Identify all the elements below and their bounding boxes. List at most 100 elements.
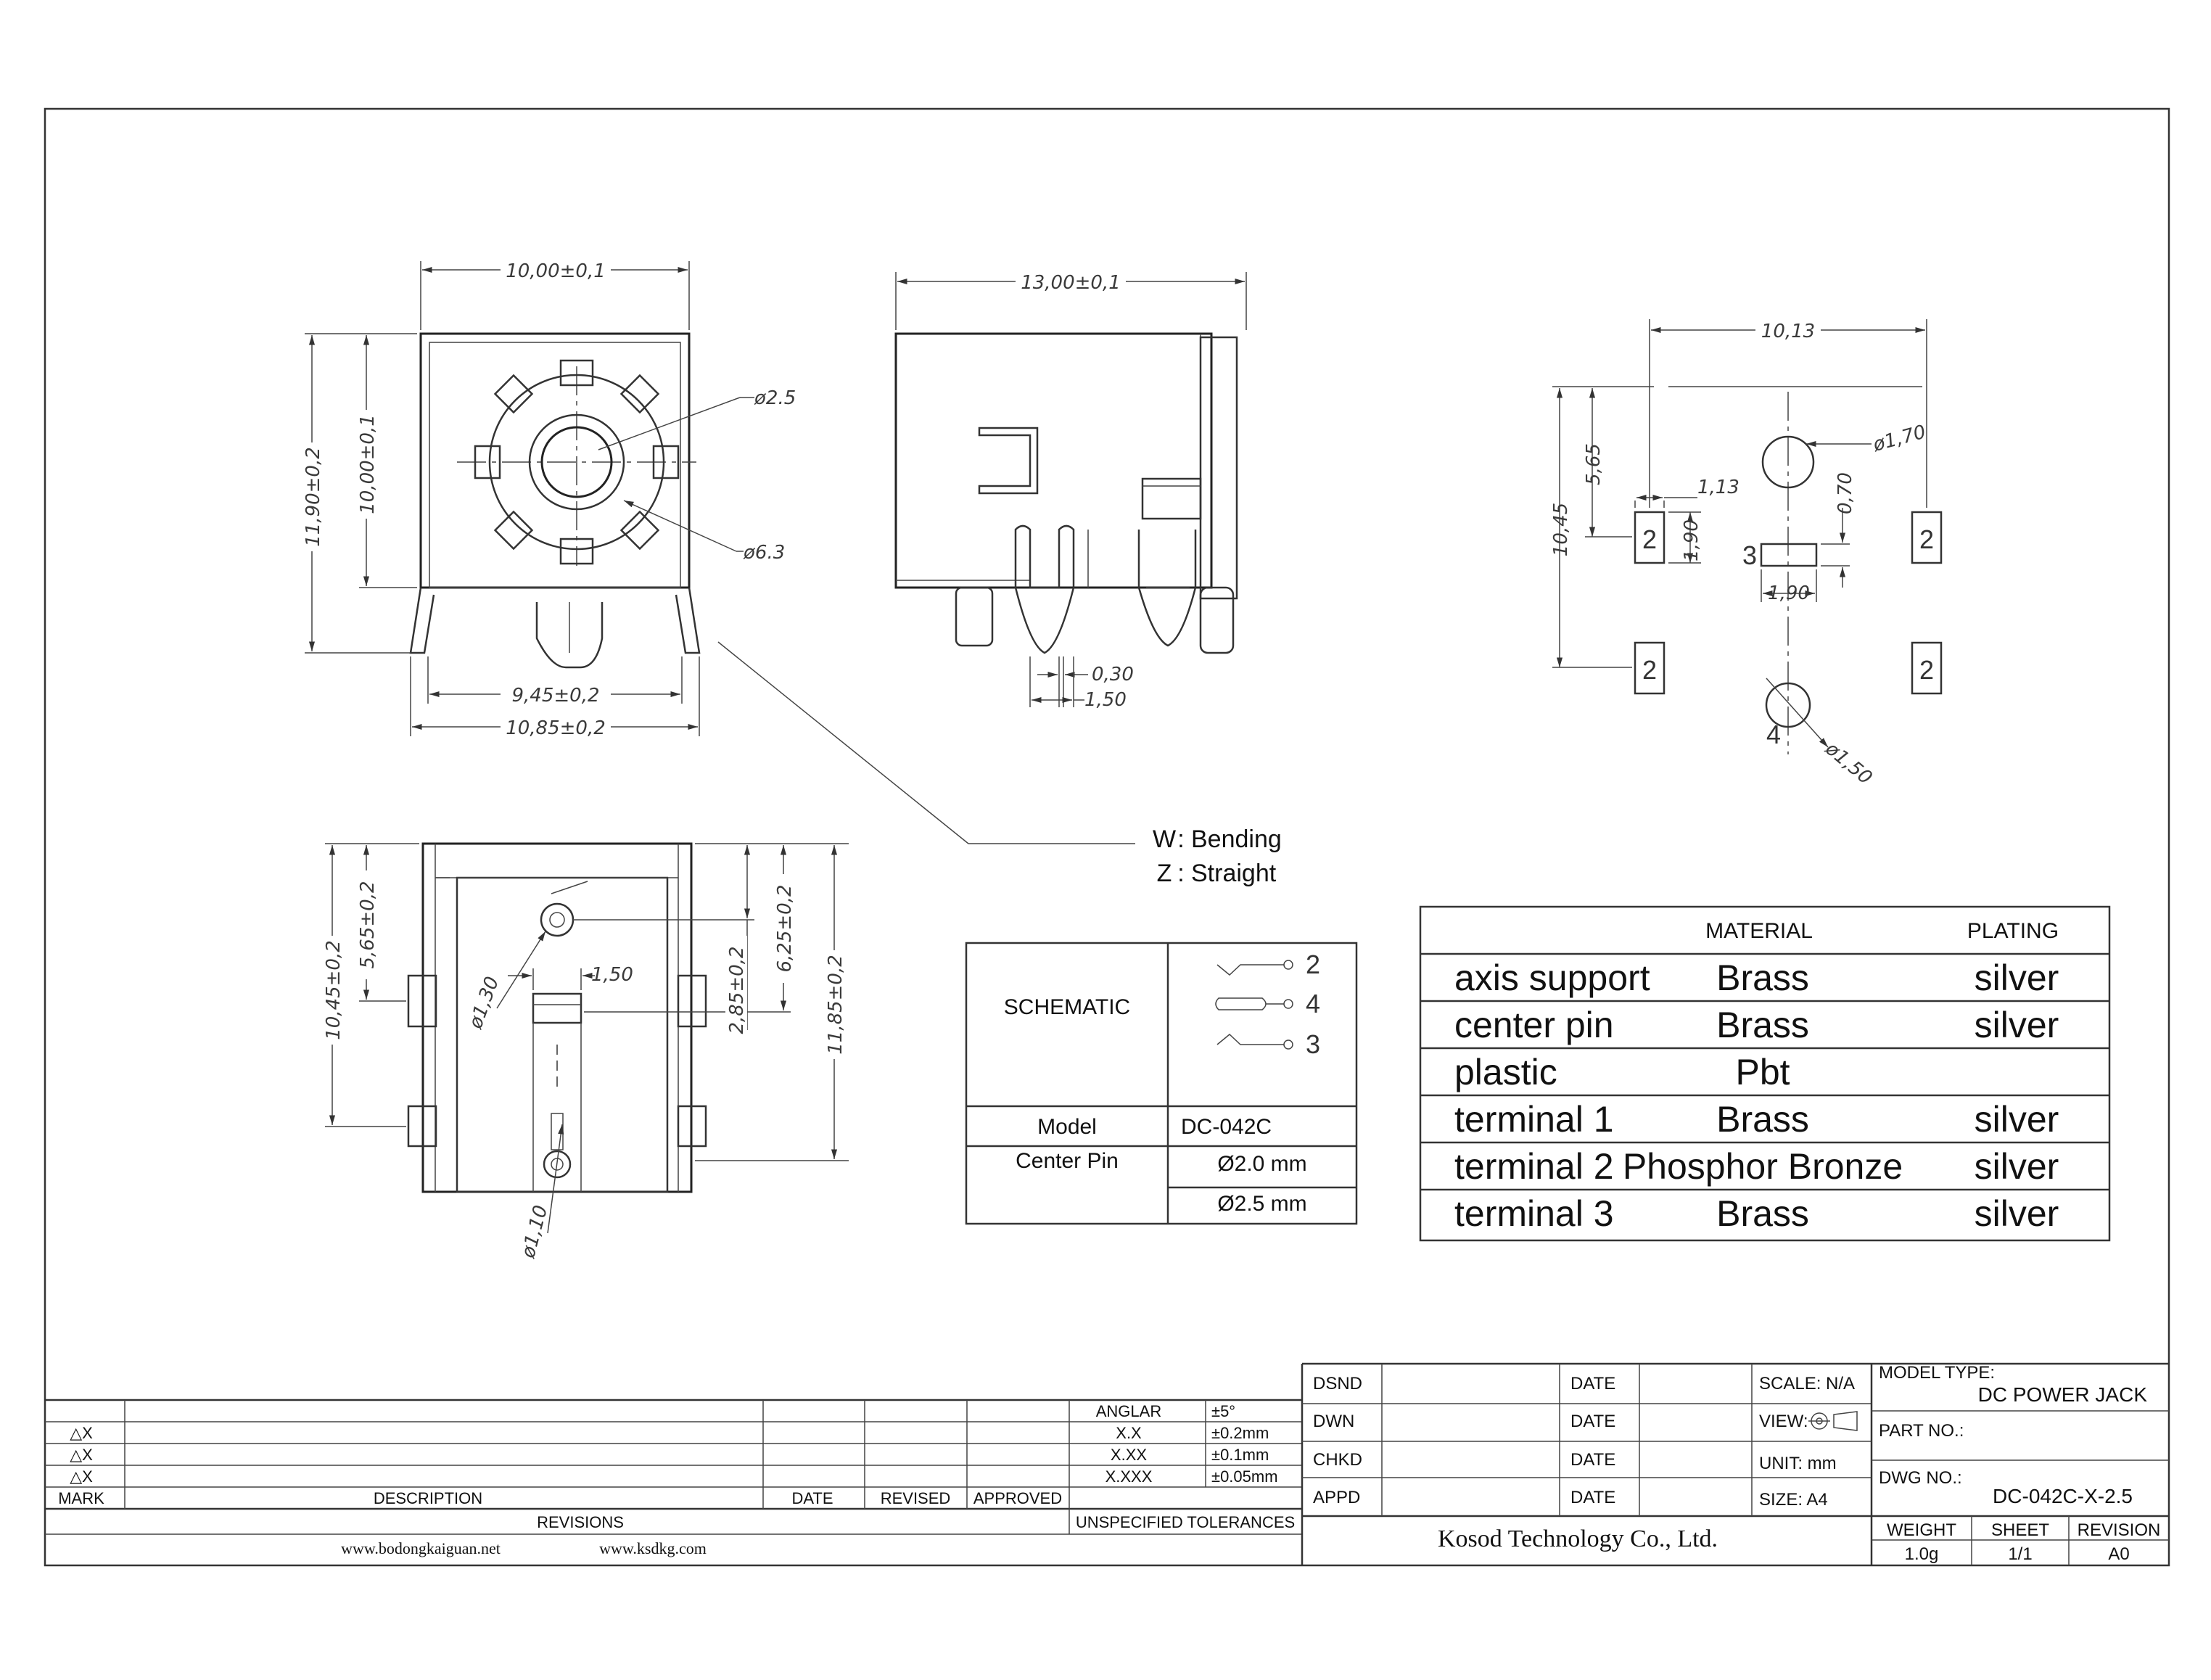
footprint-dim-height: 10,45 [1550,503,1572,556]
side-dim-length: 13,00±0,1 [1021,272,1121,294]
material-row-material: Phosphor Bronze [1623,1146,1903,1187]
material-row-part: center pin [1454,1005,1614,1045]
material-row-part: terminal 2 [1454,1146,1614,1187]
role-appd: APPD [1313,1488,1360,1507]
revision-row-3: △X [70,1467,93,1486]
col-revised: REVISED [881,1489,951,1507]
material-row-plating: silver [1975,1146,2059,1187]
model-type-value: DC POWER JACK [1978,1383,2148,1406]
col-approved: APPROVED [973,1489,1062,1507]
footprint-dim-hole-pitch: 1,13 [1697,477,1739,498]
schematic-table: SCHEMATIC 2 4 3 Model DC-042C Center Pin… [965,942,1358,1225]
footprint-dim-big-hole: ø1,70 [1870,421,1928,456]
center-pin-option-1: Ø2.0 mm [1217,1152,1306,1176]
tol-label-1: ANGLAR [1096,1402,1161,1420]
footprint-dim-slot-h: 1,90 [1681,519,1702,561]
bottom-dim-right-a: 2,85±0,2 [726,946,748,1034]
svg-text::: : [1177,825,1184,853]
footprint-pad-2-c: 2 [1642,655,1657,685]
scale-label: SCALE: N/A [1759,1374,1855,1393]
bottom-dim-hole-b: ø1,10 [517,1203,552,1261]
part-no-label: PART NO.: [1879,1421,1964,1441]
revisions-block: △X △X △X MARK DESCRIPTION DATE REVISED A… [45,1364,1304,1565]
side-dim-pin-width: 1,50 [1084,689,1127,711]
side-view: 13,00±0,1 0,30 1,50 [894,271,1247,711]
model-value: DC-042C [1181,1115,1272,1139]
footprint-dim-slot-gap: 0,70 [1835,472,1856,514]
bottom-dim-left-inner: 5,65±0,2 [357,881,379,968]
revision-row-1: △X [70,1424,93,1442]
bottom-dim-slot-width: 1,50 [591,964,633,986]
footprint-pad-2-a: 2 [1642,524,1657,554]
footprint-dim-small-hole: ø1,50 [1821,738,1877,789]
front-dim-height-outer: 11,90±0,2 [302,447,324,547]
variant-w-code: W [1153,825,1176,853]
date-label-1: DATE [1570,1374,1615,1393]
footprint-pad-2-b: 2 [1919,524,1934,554]
schematic-pin-3: 3 [1306,1029,1320,1059]
front-dim-bore: ø2.5 [754,387,796,409]
dwg-no-label: DWG NO.: [1879,1468,1962,1488]
material-row-material: Brass [1716,1005,1809,1045]
material-row-material: Pbt [1735,1052,1790,1092]
plating-header: PLATING [1967,919,2059,943]
variant-w-label: Bending [1191,825,1282,853]
bottom-dim-right-outer: 11,85±0,2 [825,955,847,1055]
weight-label: WEIGHT [1887,1520,1956,1540]
model-type-label: MODEL TYPE: [1879,1363,1995,1383]
front-dim-pin-span: 9,45±0,2 [511,685,599,707]
unit-label: UNIT: mm [1759,1454,1837,1473]
tol-value-4: ±0.05mm [1211,1467,1278,1486]
revision-row-2: △X [70,1446,93,1464]
variant-z-label: Straight [1191,860,1277,887]
material-row-plating: silver [1975,1193,2059,1234]
footprint-dim-span: 10,13 [1761,321,1815,342]
material-row-part: terminal 3 [1454,1193,1614,1234]
role-chkd: CHKD [1313,1450,1362,1470]
variant-z-code: Z [1157,860,1172,887]
col-date: DATE [791,1489,833,1507]
material-header: MATERIAL [1705,919,1813,943]
company-name: Kosod Technology Co., Ltd. [1438,1525,1718,1552]
material-row-material: Brass [1716,1193,1809,1234]
weight-value: 1.0g [1905,1544,1939,1564]
center-pin-option-2: Ø2.5 mm [1217,1192,1306,1216]
footprint-dim-offset: 5,65 [1583,443,1605,485]
bottom-view: 10,45±0,2 5,65±0,2 ø1,30 1,50 2,85±0,2 6… [322,842,849,1261]
tol-label-4: X.XXX [1106,1467,1153,1486]
sheet-value: 1/1 [2008,1544,2032,1564]
schematic-pin-4: 4 [1306,989,1320,1018]
material-row-plating: silver [1975,1099,2059,1140]
schematic-pin-2: 2 [1306,950,1320,979]
col-mark: MARK [58,1489,104,1507]
view-label: VIEW: [1759,1412,1808,1431]
revision-label: REVISION [2078,1520,2161,1540]
variant-note: W : Bending Z : Straight [1153,825,1282,887]
date-label-2: DATE [1570,1412,1615,1431]
role-dwn: DWN [1313,1412,1354,1431]
tol-value-3: ±0.1mm [1211,1446,1269,1464]
front-dim-width: 10,00±0,1 [506,260,606,282]
material-row-plating: silver [1975,1005,2059,1045]
front-dim-height-inner: 10,00±0,1 [357,414,379,514]
dwg-no-value: DC-042C-X-2.5 [1993,1485,2133,1507]
material-row-material: Brass [1716,1099,1809,1140]
date-label-4: DATE [1570,1488,1615,1507]
footprint-pad-2-d: 2 [1919,655,1934,685]
tol-value-2: ±0.2mm [1211,1424,1269,1442]
tolerances-footer: UNSPECIFIED TOLERANCES [1076,1513,1295,1531]
tol-label-3: X.XX [1111,1446,1147,1464]
footprint-pad-4: 4 [1766,720,1781,749]
svg-text::: : [1177,860,1184,887]
model-label: Model [1037,1115,1097,1139]
website-1: www.bodongkaiguan.net [341,1539,501,1557]
size-label: SIZE: A4 [1759,1490,1828,1510]
tol-label-2: X.X [1116,1424,1142,1442]
center-pin-label: Center Pin [1016,1149,1119,1173]
front-view: 10,00±0,1 11,90±0,2 10,00±0,1 ø2.5 ø6.3 … [302,260,1135,844]
revisions-footer: REVISIONS [537,1513,624,1531]
front-dim-overall-width: 10,85±0,2 [506,717,606,739]
bottom-dim-hole-a: ø1,30 [464,973,503,1032]
col-description: DESCRIPTION [374,1489,482,1507]
